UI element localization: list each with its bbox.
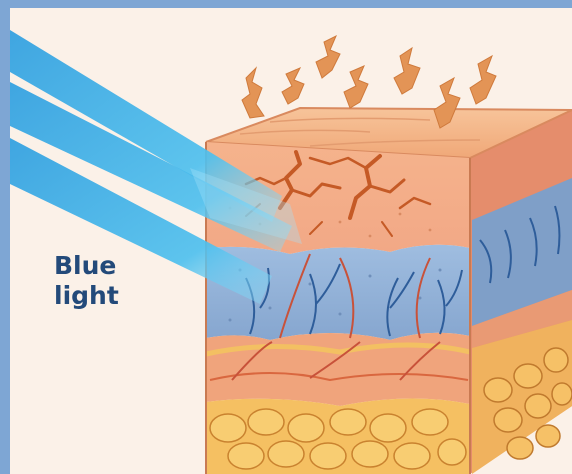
skin-diagram: [10, 8, 572, 474]
blue-light-label-line2: light: [54, 282, 119, 310]
blue-light-label-line1: Blue: [54, 252, 116, 280]
skin-block-side: [470, 110, 572, 474]
illustration-canvas: Blue light: [10, 8, 572, 474]
